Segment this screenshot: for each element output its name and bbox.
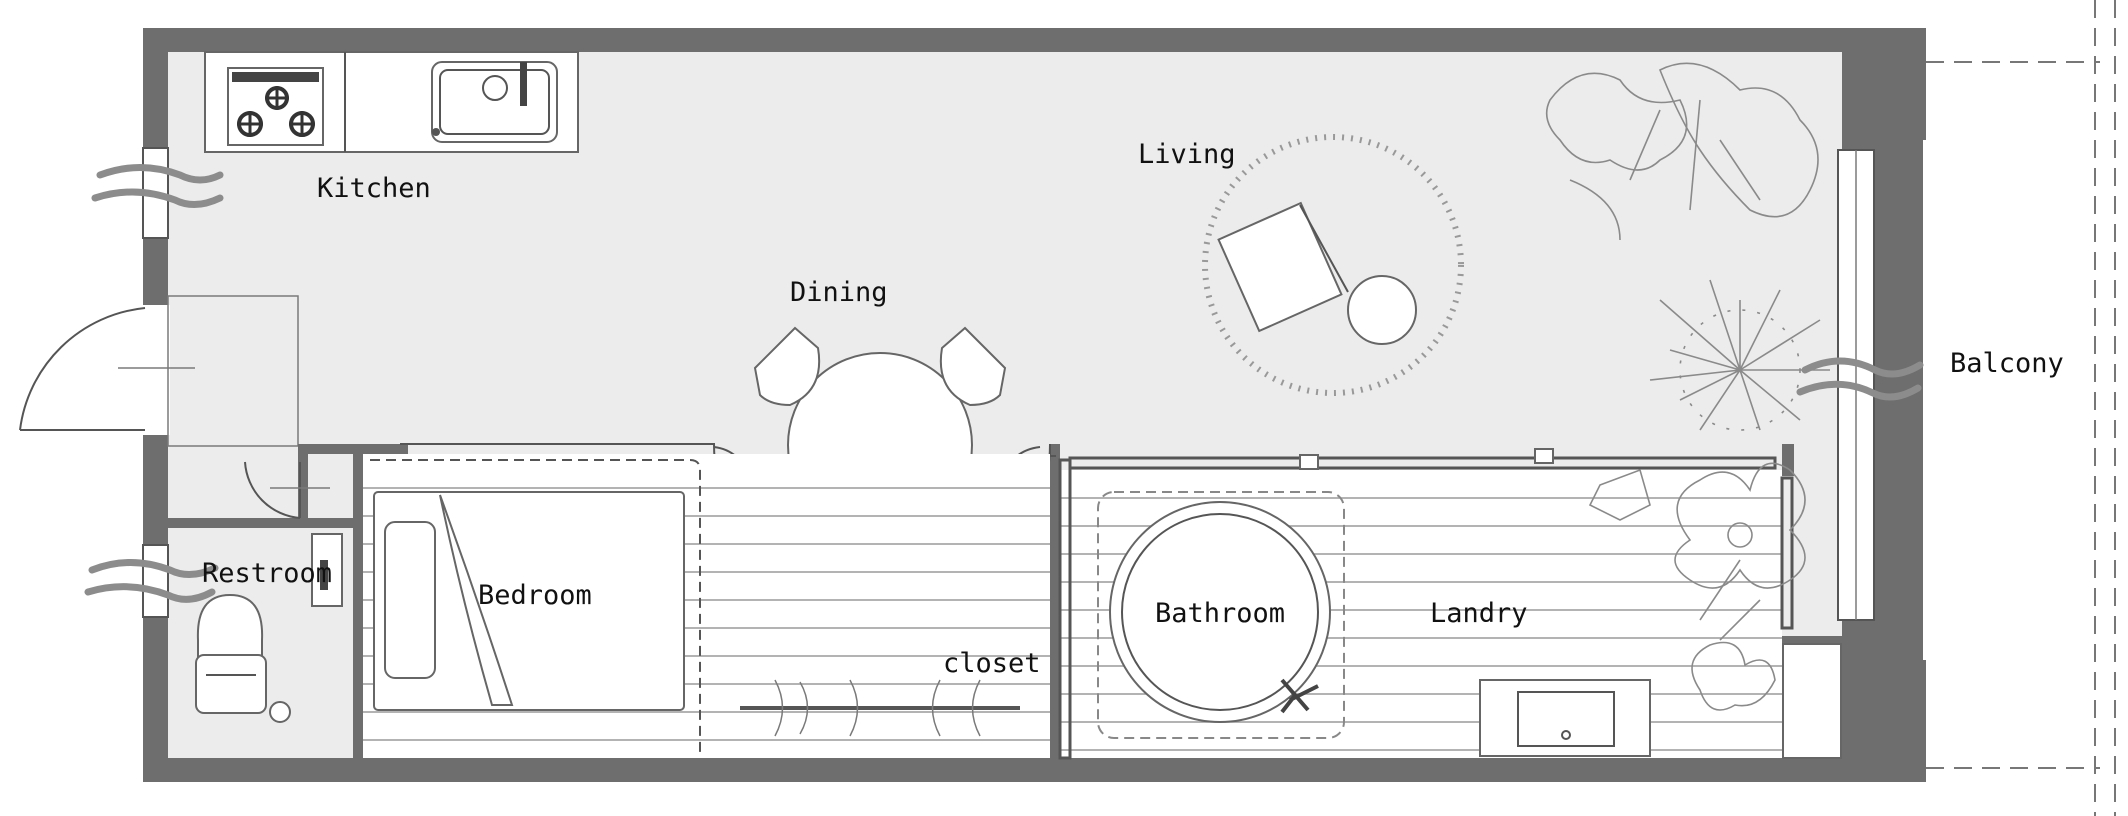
room-labels: Kitchen Living Dining Balcony Restroom B…	[202, 139, 2064, 679]
toilet-icon	[195, 533, 343, 723]
wind-icon	[84, 164, 1924, 603]
interior-walls	[160, 444, 1842, 758]
kitchen-counter	[204, 51, 579, 153]
label-bedroom: Bedroom	[478, 580, 592, 611]
stove-icon	[227, 67, 324, 146]
label-landry: Landry	[1430, 598, 1528, 629]
door-icon	[19, 295, 299, 447]
label-living: Living	[1138, 139, 1236, 170]
label-bathroom: Bathroom	[1155, 598, 1285, 629]
label-closet: closet	[943, 648, 1041, 679]
storage-box	[1782, 643, 1842, 759]
closet-rail	[740, 679, 1020, 737]
label-dining: Dining	[790, 277, 888, 308]
living-set	[1202, 134, 1464, 396]
balcony-outline	[1926, 0, 2116, 816]
bathtub	[1097, 491, 1345, 739]
label-kitchen: Kitchen	[317, 173, 431, 204]
laundry-sink	[1479, 679, 1651, 757]
label-restroom: Restroom	[202, 558, 332, 589]
restroom-door	[244, 461, 330, 519]
label-balcony: Balcony	[1950, 348, 2064, 379]
sink-icon	[431, 61, 558, 143]
plant-icon	[1545, 62, 1830, 711]
bed	[373, 491, 685, 711]
